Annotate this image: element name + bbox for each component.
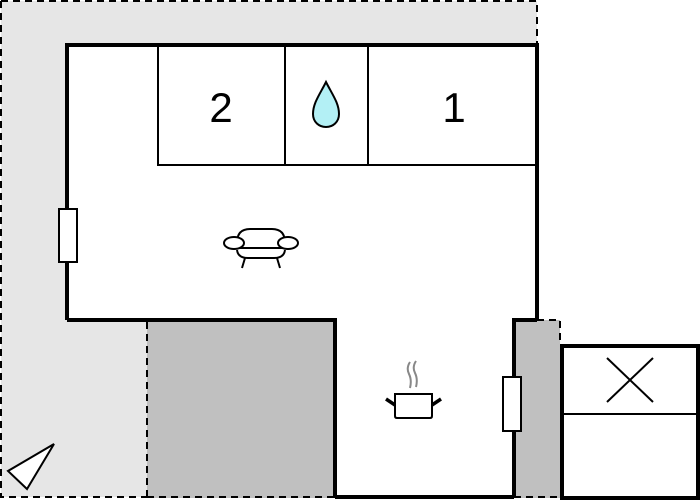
cooking-pot-icon: [385, 360, 442, 419]
window-left: [58, 208, 78, 263]
viewpoint-marker: [6, 443, 55, 491]
cross-icon: [606, 357, 654, 403]
room-bathroom[interactable]: [311, 79, 341, 129]
terrace-area: [146, 320, 335, 498]
room-bedroom-2[interactable]: 2: [209, 84, 232, 131]
sofa-icon: [223, 228, 299, 269]
top-rooms: [157, 46, 537, 166]
window-kitchen: [502, 376, 522, 432]
room-storage[interactable]: [560, 344, 700, 500]
room-kitchen[interactable]: [385, 360, 442, 419]
room-label-2: 2: [209, 84, 232, 131]
room-bedroom-1[interactable]: 1: [442, 84, 465, 131]
walls: [65, 43, 539, 499]
water-drop-icon: [311, 79, 341, 129]
room-label-1: 1: [442, 84, 465, 131]
compass-pointer-icon: [6, 443, 55, 491]
room-living[interactable]: [223, 228, 299, 269]
main-interior: [67, 45, 537, 497]
